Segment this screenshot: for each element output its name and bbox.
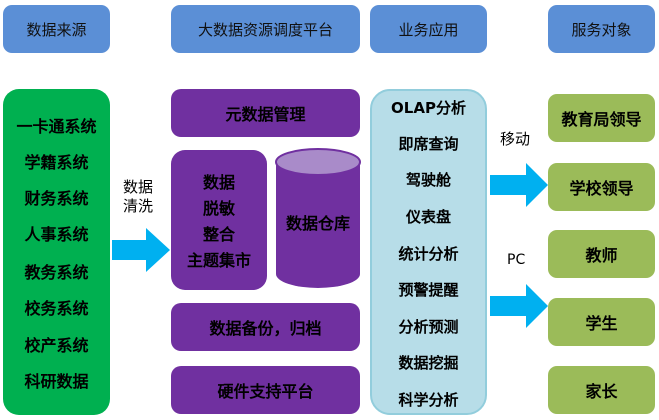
cleaning-label-line1: 数据 [123,178,154,196]
data-source-item: 一卡通系统 [16,117,97,136]
target-label: 家长 [585,382,618,401]
applications-panel: OLAP分析 即席查询 驾驶舱 仪表盘 统计分析 预警提醒 分析预测 数据挖掘 … [370,89,487,415]
application-item: 科学分析 [398,391,459,409]
hardware-platform: 硬件支持平台 [171,366,360,414]
header-service-target-label: 服务对象 [571,20,632,39]
target-teachers: 教师 [548,230,655,278]
data-source-item: 科研数据 [24,372,89,391]
cleaning-label: 数据 清洗 [123,178,153,216]
data-source-item: 校产系统 [24,336,89,355]
target-label: 教师 [585,246,618,265]
header-business-app: 业务应用 [370,5,487,53]
data-source-panel: 一卡通系统 学籍系统 财务系统 人事系统 教务系统 校务系统 校产系统 科研数据 [3,89,110,415]
data-source-item: 校务系统 [24,299,89,318]
application-item: 预警提醒 [398,281,459,299]
metadata-management: 元数据管理 [171,89,360,137]
target-students: 学生 [548,298,655,346]
header-service-target: 服务对象 [548,5,655,53]
processing-item: 主题集市 [186,251,251,270]
data-processing-box: 数据 脱敏 整合 主题集市 [171,150,267,290]
hardware-platform-label: 硬件支持平台 [217,382,314,401]
data-warehouse-cylinder-icon [275,148,361,288]
application-item: 数据挖掘 [398,354,459,372]
channel-pc-label: PC [507,252,526,268]
data-backup-label: 数据备份，归档 [209,319,322,338]
application-item: 仪表盘 [405,208,451,226]
processing-item: 整合 [202,225,235,244]
data-source-item: 人事系统 [24,225,89,244]
channel-mobile-label: 移动 [500,130,531,148]
arrow-mobile-icon [490,163,548,207]
application-item: 分析预测 [398,318,459,336]
data-source-item: 教务系统 [24,263,89,282]
data-backup: 数据备份，归档 [171,303,360,351]
header-data-source: 数据来源 [3,5,110,53]
application-item: 驾驶舱 [405,171,451,189]
application-item: 即席查询 [398,135,459,153]
data-source-item: 财务系统 [24,189,89,208]
header-platform: 大数据资源调度平台 [171,5,360,53]
application-item: 统计分析 [398,245,459,263]
target-label: 学校领导 [569,179,634,198]
target-school-leaders: 学校领导 [548,163,655,211]
target-parents: 家长 [548,366,655,414]
data-warehouse-label: 数据仓库 [285,214,350,233]
application-item: OLAP分析 [391,99,466,117]
arrow-pc-icon [490,284,548,328]
header-data-source-label: 数据来源 [26,20,87,39]
metadata-management-label: 元数据管理 [225,105,306,124]
processing-item: 脱敏 [202,199,235,218]
cleaning-label-line2: 清洗 [123,197,154,215]
header-business-app-label: 业务应用 [398,20,459,39]
data-source-item: 学籍系统 [24,153,89,172]
target-label: 学生 [585,314,618,333]
target-label: 教育局领导 [561,110,642,129]
processing-item: 数据 [202,173,235,192]
arrow-cleaning-icon [112,228,170,272]
header-platform-label: 大数据资源调度平台 [197,20,333,39]
target-education-bureau: 教育局领导 [548,94,655,142]
